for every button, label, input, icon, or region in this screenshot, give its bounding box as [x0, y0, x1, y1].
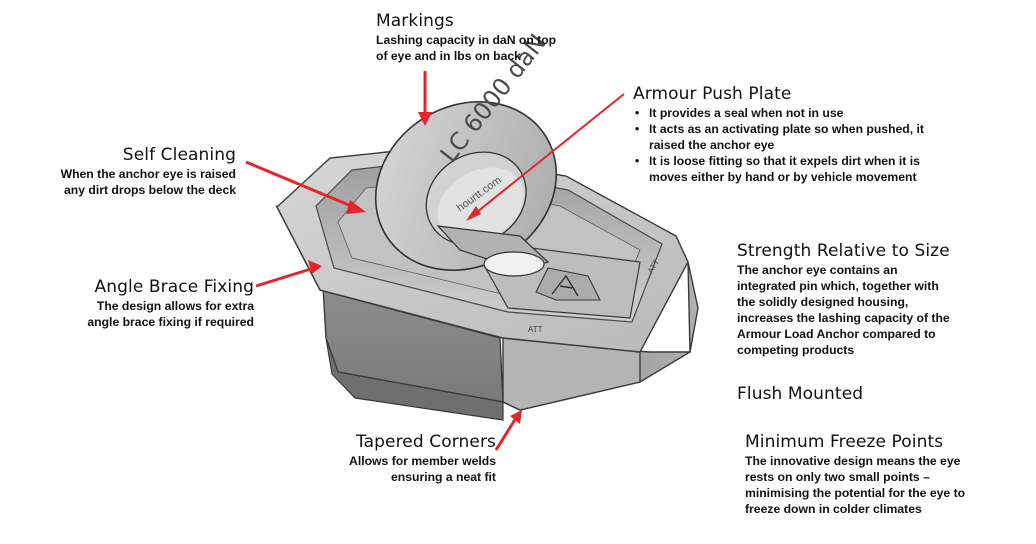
arrow-tapered-corners-head — [510, 410, 522, 424]
bullet-item: It provides a seal when not in use — [633, 105, 978, 121]
callout-flush-mounted-title: Flush Mounted — [737, 384, 864, 404]
callout-strength-desc: The anchor eye contains an integrated pi… — [737, 262, 997, 358]
desc-line: competing products — [737, 343, 855, 357]
callout-strength-title: Strength Relative to Size — [737, 241, 950, 261]
desc-line: of eye and in lbs on back — [376, 49, 521, 63]
desc-line: Allows for member welds — [349, 454, 496, 468]
desc-line: The innovative design means the eye — [745, 454, 961, 468]
desc-line: minimising the potential for the eye to — [745, 486, 966, 500]
callout-angle-brace-fixing: Angle Brace Fixing The design allows for… — [40, 277, 254, 330]
arrow-self-cleaning — [245, 160, 357, 210]
desc-line: Lashing capacity in daN on top — [376, 33, 557, 47]
bullet-line: It acts as an activating plate so when p… — [649, 122, 924, 136]
desc-line: When the anchor eye is raised — [60, 167, 236, 181]
bullet-line: It provides a seal when not in use — [649, 106, 844, 120]
bullet-item: It is loose fitting so that it expels di… — [633, 153, 978, 185]
desc-line: ensuring a neat fit — [391, 470, 496, 484]
callout-tapered-corners: Tapered Corners Allows for member welds … — [318, 432, 496, 485]
callout-self-cleaning: Self Cleaning When the anchor eye is rai… — [30, 145, 236, 198]
bullet-line: moves either by hand or by vehicle movem… — [649, 170, 917, 184]
desc-line: Armour Load Anchor compared to — [737, 327, 936, 341]
housing-foot — [325, 337, 504, 421]
callout-markings-title: Markings — [376, 11, 454, 31]
callout-tapered-corners-title: Tapered Corners — [355, 432, 496, 452]
rim-label-left: ATT — [528, 325, 543, 334]
desc-line: the solidly designed housing, — [737, 295, 909, 309]
desc-line: any dirt drops below the deck — [63, 183, 236, 197]
arrow-self-cleaning-head — [346, 200, 366, 214]
callout-armour-push-plate-title: Armour Push Plate — [633, 84, 792, 104]
arrow-tapered-corners — [494, 417, 518, 451]
arrow-angle-brace — [255, 266, 315, 288]
bullet-item: It acts as an activating plate so when p… — [633, 121, 978, 153]
callout-angle-brace-fixing-desc: The design allows for extra angle brace … — [40, 298, 254, 330]
desc-line: increases the lashing capacity of the — [737, 311, 950, 325]
callout-tapered-corners-desc: Allows for member welds ensuring a neat … — [318, 453, 496, 485]
desc-line: rests on only two small points – — [745, 470, 930, 484]
callout-flush-mounted: Flush Mounted — [737, 384, 937, 405]
callout-minimum-freeze-points: Minimum Freeze Points The innovative des… — [745, 432, 1007, 517]
callout-angle-brace-fixing-title: Angle Brace Fixing — [94, 277, 254, 297]
arrow-push-plate — [471, 93, 625, 217]
arrow-markings-head — [418, 112, 432, 126]
arrow-angle-brace-head — [308, 260, 322, 274]
desc-line: The anchor eye contains an — [737, 263, 898, 277]
callout-self-cleaning-title: Self Cleaning — [122, 145, 236, 165]
push-plate-logo-mark — [551, 274, 579, 297]
push-plate-logo — [535, 267, 601, 301]
anchor-eye-pin-slot — [483, 251, 545, 277]
bullet-line: raised the anchor eye — [649, 138, 775, 152]
desc-line: angle brace fixing if required — [87, 315, 254, 329]
callout-minimum-freeze-points-title: Minimum Freeze Points — [745, 432, 944, 452]
callout-strength-relative-to-size: Strength Relative to Size The anchor eye… — [737, 241, 997, 358]
callout-armour-push-plate-bullets: It provides a seal when not in use It ac… — [633, 105, 978, 185]
desc-line: integrated pin which, together with — [737, 279, 939, 293]
callout-armour-push-plate: Armour Push Plate It provides a seal whe… — [633, 84, 978, 185]
callout-self-cleaning-desc: When the anchor eye is raised any dirt d… — [30, 166, 236, 198]
bullet-line: It is loose fitting so that it expels di… — [649, 154, 920, 168]
desc-line: freeze down in colder climates — [745, 502, 922, 516]
callout-markings-desc: Lashing capacity in daN on top of eye an… — [376, 32, 606, 64]
callout-arrows — [245, 71, 625, 451]
desc-line: The design allows for extra — [96, 299, 254, 313]
callout-markings: Markings Lashing capacity in daN on top … — [376, 11, 606, 64]
anchor-eye — [374, 101, 558, 271]
callout-minimum-freeze-points-desc: The innovative design means the eye rest… — [745, 453, 1007, 517]
arrow-push-plate-head — [466, 206, 481, 221]
